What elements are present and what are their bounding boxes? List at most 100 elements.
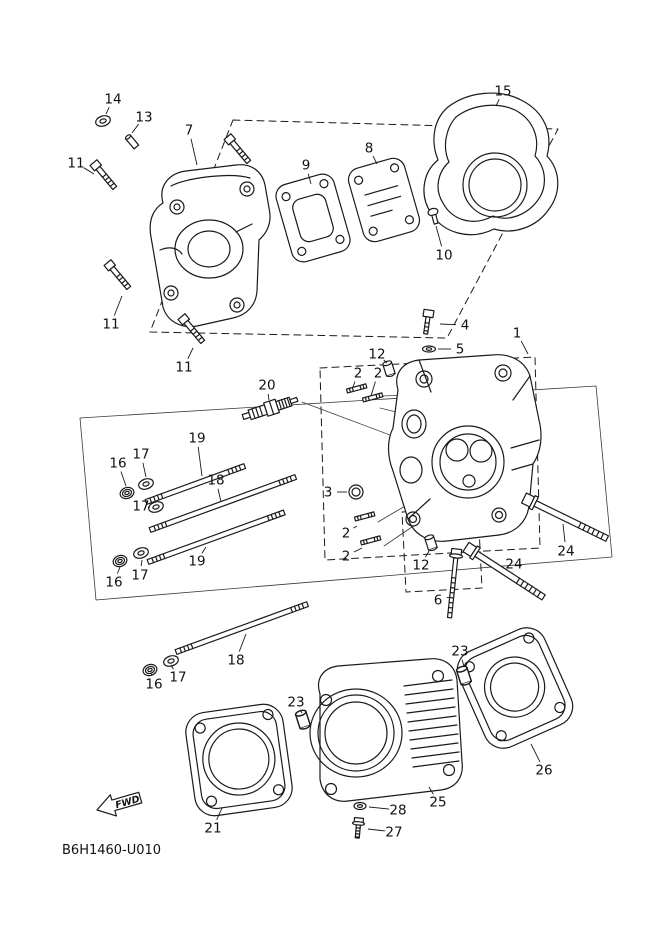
label-leader-line — [368, 806, 390, 810]
part-number-label: 25 — [429, 795, 446, 811]
part-number-label: 6 — [434, 593, 443, 609]
part-number-label: 11 — [175, 360, 192, 376]
part-number-label: 23 — [287, 695, 304, 711]
part-number-label: 19 — [188, 431, 205, 447]
part-number-label: 7 — [185, 123, 194, 139]
label-leader-line — [299, 709, 303, 714]
part-number-label: 2 — [342, 549, 351, 565]
label-leader-line — [116, 566, 121, 574]
grommet-10 — [427, 207, 439, 225]
label-leader-line — [428, 786, 434, 795]
cylinder-gasket-26 — [456, 627, 574, 749]
part-number-label: 16 — [109, 456, 126, 472]
diagram-code: B6H1460-U010 — [62, 843, 161, 858]
part-number-label: 3 — [324, 485, 333, 501]
label-leader-line — [353, 547, 363, 553]
part-number-label: 20 — [258, 378, 275, 394]
flange-bolt-11 — [223, 133, 253, 166]
part-number-label: 2 — [374, 366, 383, 382]
label-leader-line — [530, 743, 541, 763]
dowel-pin-12 — [381, 359, 397, 379]
stud-2 — [345, 383, 368, 394]
label-leader-line — [217, 488, 222, 503]
fwd-arrow: FWD — [96, 791, 143, 817]
part-number-label: 24 — [557, 544, 574, 560]
part-number-label: 13 — [135, 110, 152, 126]
label-leader-line — [150, 672, 153, 676]
cylinder-head-1 — [387, 354, 542, 542]
part-number-label: 16 — [105, 575, 122, 591]
part-number-label: 11 — [67, 156, 84, 172]
label-leader-line — [307, 173, 312, 185]
label-leader-line — [372, 155, 378, 165]
washer-17 — [161, 653, 181, 669]
part-number-label: 17 — [132, 499, 149, 515]
label-leader-line — [352, 381, 356, 388]
label-leader-line — [439, 323, 457, 326]
gasket-plate-9 — [275, 173, 351, 263]
label-leader-line — [140, 559, 143, 567]
part-number-label: 28 — [389, 803, 406, 819]
breather-plate-8 — [347, 157, 421, 243]
label-leader-line — [370, 381, 376, 397]
part-number-label: 12 — [368, 347, 385, 363]
label-leader-line — [267, 393, 270, 401]
part-number-label: 19 — [188, 554, 205, 570]
label-leader-line — [461, 659, 465, 668]
label-leader-line — [201, 546, 207, 554]
stud-bolt-18 — [174, 601, 310, 655]
dowel-pin-23 — [294, 708, 312, 731]
fwd-label: FWD — [114, 794, 141, 811]
part-number-label: 27 — [385, 825, 402, 841]
cylinder-block-25 — [309, 658, 463, 802]
label-leader-line — [216, 807, 223, 820]
label-leader-line — [113, 295, 123, 316]
label-leader-line — [495, 98, 500, 107]
part-number-label: 18 — [227, 653, 244, 669]
part-number-label: 17 — [131, 568, 148, 584]
label-leader-line — [131, 123, 139, 134]
part-number-label: 18 — [207, 473, 224, 489]
stud-2 — [359, 535, 382, 546]
spark-plug-20 — [241, 396, 299, 421]
part-number-label: 15 — [494, 84, 511, 100]
label-leader-line — [367, 828, 386, 832]
head-cover-gasket-15 — [423, 92, 559, 236]
label-leader-line — [238, 633, 247, 652]
nut-16 — [111, 553, 129, 569]
flange-bolt-24 — [462, 541, 546, 601]
nut-3 — [348, 484, 364, 500]
flange-bolt-11 — [89, 159, 119, 192]
stud-2 — [361, 392, 384, 403]
stud-bolt-19 — [144, 463, 247, 505]
stud-bolt-19 — [146, 509, 286, 565]
part-number-label: 24 — [505, 557, 522, 573]
bolt-6 — [446, 547, 464, 619]
cylinder-gasket-21 — [185, 703, 293, 817]
part-number-label: 17 — [132, 447, 149, 463]
label-leader-line — [197, 446, 203, 477]
label-leader-line — [190, 138, 198, 166]
label-leader-line — [446, 596, 451, 599]
washer-14 — [93, 113, 113, 129]
pin-13 — [124, 134, 140, 150]
label-leader-line — [353, 525, 358, 529]
part-number-label: 11 — [102, 317, 119, 333]
part-number-label: 4 — [461, 318, 470, 334]
part-number-label: 16 — [145, 677, 162, 693]
label-leader-line — [83, 167, 95, 175]
label-leader-line — [142, 462, 147, 478]
part-number-label: 21 — [204, 821, 221, 837]
label-leader-line — [520, 340, 529, 355]
part-number-label: 8 — [365, 141, 374, 157]
washer-28 — [353, 801, 367, 811]
label-leader-line — [425, 550, 430, 558]
label-leader-line — [383, 359, 388, 364]
part-number-label: 1 — [513, 326, 522, 342]
label-leader-line — [170, 664, 174, 670]
label-leader-line — [562, 523, 566, 543]
stud-bolt-18 — [148, 474, 298, 533]
part-number-label: 9 — [302, 158, 311, 174]
